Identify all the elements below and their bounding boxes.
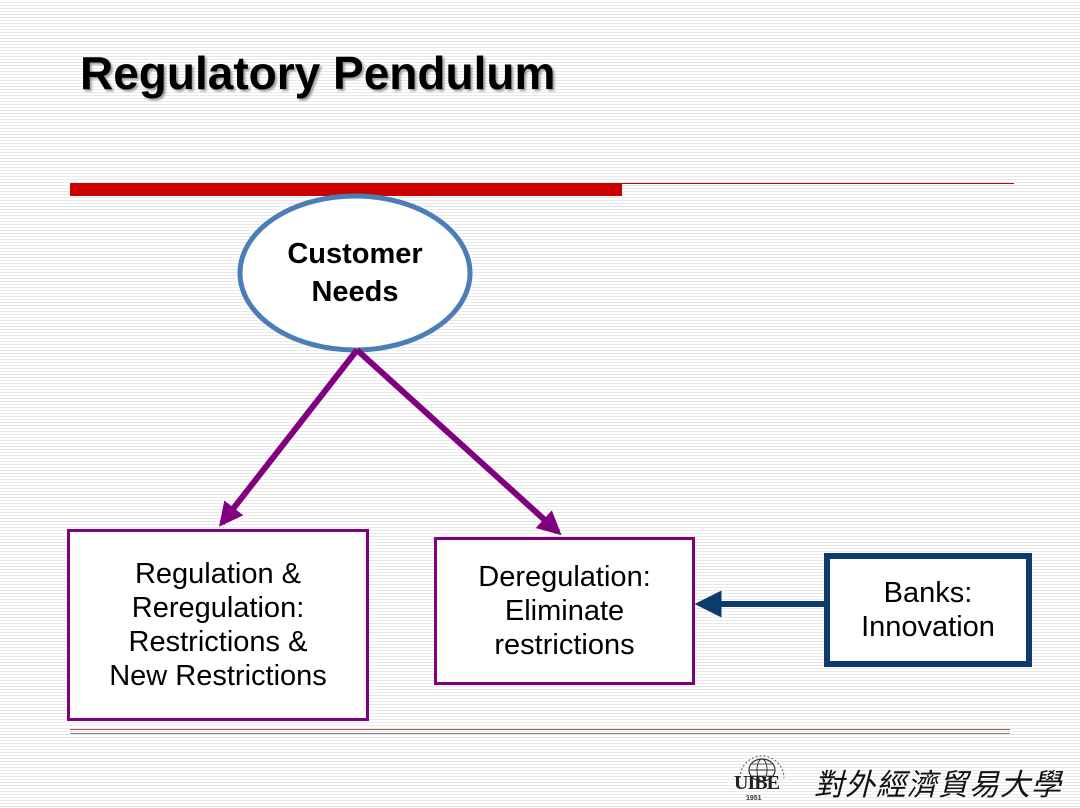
footer-rule-red: [70, 729, 1010, 730]
banks-innovation-box: Banks: Innovation: [824, 553, 1032, 667]
title-underline-line: [622, 183, 1014, 184]
footer-rule-gray: [70, 733, 1010, 734]
arrow-to-deregulation: [354, 347, 562, 536]
slide-title: Regulatory Pendulum: [80, 47, 556, 99]
deregulation-line3: restrictions: [494, 629, 635, 662]
customer-needs-line1: Customer: [287, 238, 423, 271]
deregulation-box: Deregulation: Eliminate restrictions: [434, 537, 695, 685]
regulation-line3: Restrictions &: [128, 626, 308, 658]
customer-needs-label: Customer Needs: [240, 196, 470, 352]
logo-abbreviation: UIBE: [734, 772, 780, 794]
logo-year: 1951: [746, 795, 762, 802]
deregulation-line1: Deregulation:: [478, 560, 651, 593]
arrow-to-regulation: [219, 348, 360, 527]
university-name: 對外經濟貿易大學: [814, 768, 1062, 803]
banks-line2: Innovation: [861, 611, 995, 643]
deregulation-line2: Eliminate: [504, 594, 625, 627]
uibe-logo: UIBE 1951 對外經濟貿易大學: [732, 752, 1061, 804]
title-underline-bar: [70, 183, 622, 196]
banks-line1: Banks:: [883, 576, 973, 609]
globe-seal-icon: [739, 755, 785, 782]
regulation-line2: Reregulation:: [131, 591, 305, 624]
customer-needs-line2: Needs: [311, 276, 399, 308]
regulation-box: Regulation & Reregulation: Restrictions …: [67, 529, 369, 721]
regulation-line4: New Restrictions: [109, 660, 327, 693]
regulation-line1: Regulation &: [134, 557, 302, 590]
